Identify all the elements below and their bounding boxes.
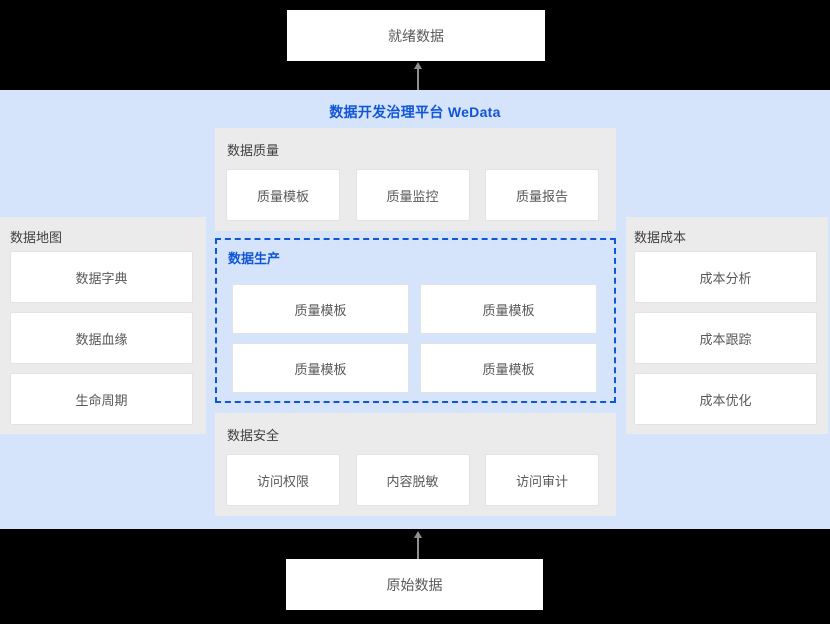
panel-data-quality: 数据质量 质量模板 质量监控 质量报告 (215, 128, 616, 231)
quality-item-box: 质量监控 (355, 169, 470, 221)
node-raw-data: 原始数据 (286, 559, 543, 610)
cost-item-box: 成本优化 (634, 373, 817, 425)
map-item-box: 数据血缘 (10, 312, 193, 364)
platform-title: 数据开发治理平台 WeData (329, 104, 501, 120)
panel-data-production-items: 质量模板 质量模板 质量模板 质量模板 (232, 284, 597, 393)
panel-data-cost-title: 数据成本 (634, 230, 687, 245)
cost-item-box: 成本跟踪 (634, 312, 817, 364)
arrow-band-to-ready-data (417, 68, 419, 90)
security-item-box: 内容脱敏 (355, 454, 470, 506)
security-item-box: 访问审计 (485, 454, 599, 506)
panel-data-security: 数据安全 访问权限 内容脱敏 访问审计 (215, 413, 616, 516)
panel-data-map-title: 数据地图 (10, 230, 63, 245)
panel-data-cost-items: 成本分析 成本跟踪 成本优化 (634, 251, 817, 425)
arrowhead-up-icon (414, 62, 422, 69)
arrow-raw-data-to-band (417, 537, 419, 559)
quality-item-box: 质量报告 (485, 169, 599, 221)
panel-data-production-title: 数据生产 (228, 251, 281, 266)
node-raw-data-label: 原始数据 (386, 576, 443, 593)
cost-item-box: 成本分析 (634, 251, 817, 303)
production-item-box: 质量模板 (232, 343, 409, 393)
panel-data-cost: 数据成本 成本分析 成本跟踪 成本优化 (626, 217, 828, 434)
map-item-box: 生命周期 (10, 373, 193, 425)
panel-data-production: 数据生产 质量模板 质量模板 质量模板 质量模板 (215, 238, 616, 403)
map-item-box: 数据字典 (10, 251, 193, 303)
node-ready-data-label: 就绪数据 (388, 27, 444, 44)
panel-data-quality-items: 质量模板 质量监控 质量报告 (226, 169, 599, 221)
panel-data-security-items: 访问权限 内容脱敏 访问审计 (226, 454, 599, 506)
arrowhead-up-icon (414, 531, 422, 538)
panel-data-security-title: 数据安全 (227, 428, 280, 443)
production-item-box: 质量模板 (420, 343, 597, 393)
node-ready-data: 就绪数据 (287, 10, 545, 61)
security-item-box: 访问权限 (226, 454, 340, 506)
panel-data-map: 数据地图 数据字典 数据血缘 生命周期 (0, 217, 206, 434)
panel-data-quality-title: 数据质量 (227, 143, 280, 158)
quality-item-box: 质量模板 (226, 169, 340, 221)
production-item-box: 质量模板 (420, 284, 597, 334)
production-item-box: 质量模板 (232, 284, 409, 334)
panel-data-map-items: 数据字典 数据血缘 生命周期 (10, 251, 193, 425)
